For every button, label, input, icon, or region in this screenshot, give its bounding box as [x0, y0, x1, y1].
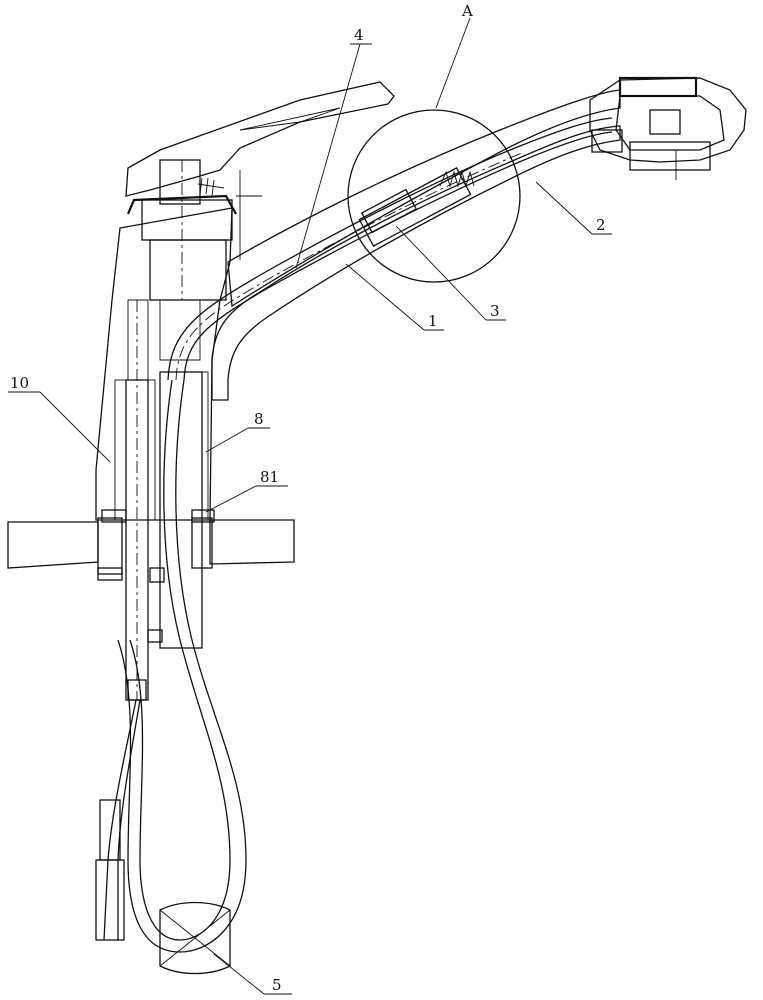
label-part-4: 4	[354, 26, 364, 44]
leader-lines	[8, 43, 612, 995]
label-part-3: 3	[490, 302, 500, 320]
label-part-81: 81	[260, 468, 279, 486]
label-detail-a: A	[461, 2, 473, 20]
connector-spring	[358, 167, 475, 247]
detail-circle-a	[347, 17, 521, 283]
spout-arm	[167, 89, 621, 401]
label-part-10: 10	[10, 374, 29, 392]
mounting-nut	[97, 509, 215, 643]
label-part-5: 5	[272, 976, 282, 994]
valve-cartridge	[126, 159, 237, 301]
label-part-1: 1	[428, 312, 438, 330]
label-part-8: 8	[254, 410, 264, 428]
hose-assembly	[95, 300, 247, 975]
handle-lever	[125, 81, 395, 260]
spray-head	[589, 76, 747, 180]
countertop	[7, 517, 295, 575]
label-part-2: 2	[596, 216, 606, 234]
